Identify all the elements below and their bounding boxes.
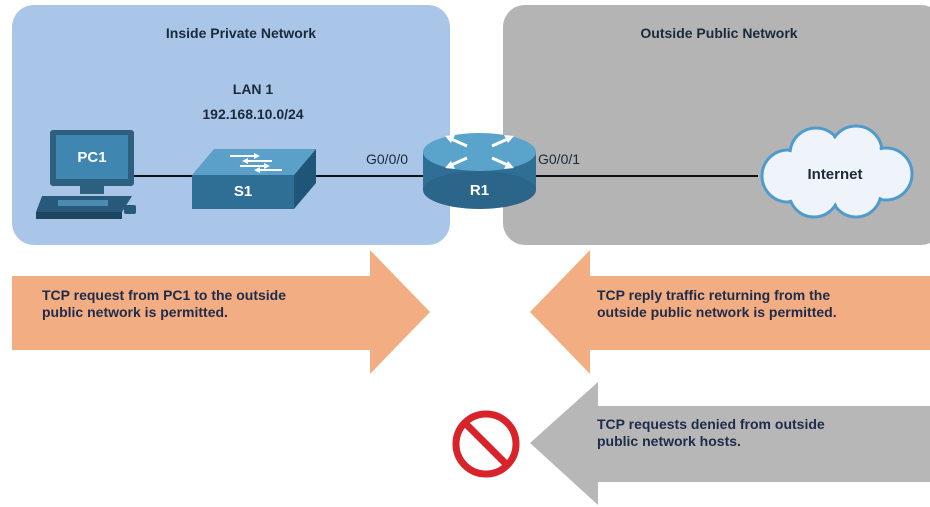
denied-inbound-line1: TCP requests denied from outside: [597, 416, 825, 432]
lan-subnet: 192.168.10.0/24: [202, 106, 304, 122]
internet-cloud[interactable]: Internet: [752, 124, 918, 220]
port-outside: G0/0/1: [538, 151, 581, 167]
cloud-label: Internet: [807, 166, 863, 183]
permitted-inbound-text: TCP reply traffic returning from the out…: [597, 287, 917, 321]
permitted-inbound-arrow: [530, 250, 930, 374]
router-label: R1: [469, 182, 490, 199]
router-icon: [423, 133, 536, 209]
permitted-inbound-line1: TCP reply traffic returning from the: [597, 287, 831, 303]
inside-zone-title: Inside Private Network: [165, 25, 317, 41]
denied-inbound-line2: public network hosts.: [597, 433, 741, 449]
permitted-outbound-line1: TCP request from PC1 to the outside: [42, 287, 286, 303]
pc1-label: PC1: [77, 149, 107, 166]
switch-label: S1: [233, 183, 253, 200]
switch-icon: [192, 149, 316, 209]
denied-inbound-arrow: [530, 382, 930, 505]
lan-name: LAN 1: [232, 81, 274, 97]
cloud-icon: [760, 124, 914, 219]
pc1-device[interactable]: PC1: [36, 126, 148, 226]
port-inside: G0/0/0: [366, 151, 409, 167]
permitted-outbound-text: TCP request from PC1 to the outside publ…: [42, 287, 362, 321]
denied-inbound-text: TCP requests denied from outside public …: [597, 416, 917, 450]
desktop-computer-icon: [36, 130, 136, 219]
prohibited-icon: [452, 410, 520, 478]
permitted-outbound-arrow: [12, 250, 430, 374]
outside-zone-title: Outside Public Network: [640, 25, 798, 41]
permitted-inbound-line2: outside public network is permitted.: [597, 304, 837, 320]
permitted-outbound-line2: public network is permitted.: [42, 304, 228, 320]
router-r1[interactable]: R1: [421, 132, 538, 210]
switch-s1[interactable]: S1: [190, 149, 318, 209]
